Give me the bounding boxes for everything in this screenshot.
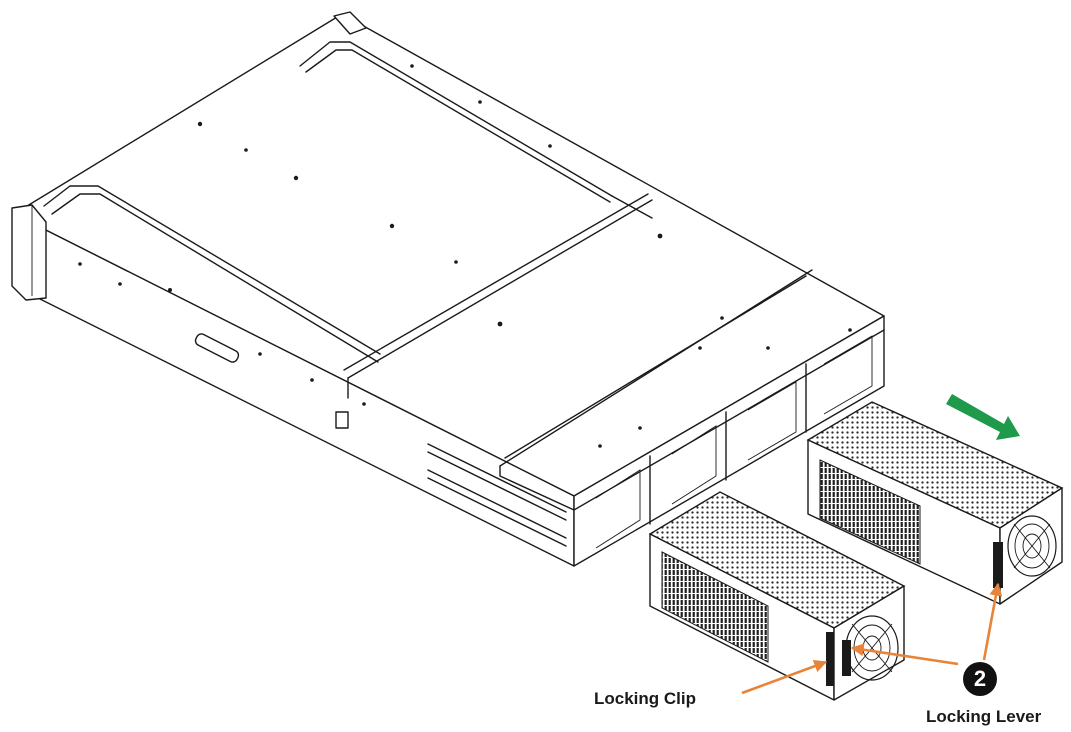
callout-arrows (741, 582, 1003, 695)
server-chassis (11, 11, 885, 567)
fan-module-removed (806, 401, 1064, 605)
arrow-right-down-icon (946, 394, 1020, 440)
left-rack-ear (11, 204, 47, 301)
fan-module-installed (648, 491, 906, 701)
locking-lever-label: Locking Lever (926, 707, 1042, 726)
rear-rack-ear (333, 11, 367, 35)
chassis-screws (78, 64, 852, 448)
fan-left-side-grille (661, 551, 769, 663)
locking-clip-label: Locking Clip (594, 689, 696, 708)
fan-right-locking-lever (993, 542, 1003, 588)
locking-lever-pointer-left (850, 643, 959, 666)
numbered-circle-icon: 2 (963, 662, 997, 696)
side-latch (335, 411, 349, 429)
fan-left-locking-clip (826, 632, 834, 686)
side-handle-slot (194, 333, 240, 363)
locking-clip-pointer (741, 659, 828, 695)
fan-right-side-grille (819, 459, 921, 565)
fan-left-locking-lever (842, 640, 851, 676)
locking-lever-pointer-right (982, 582, 1003, 661)
